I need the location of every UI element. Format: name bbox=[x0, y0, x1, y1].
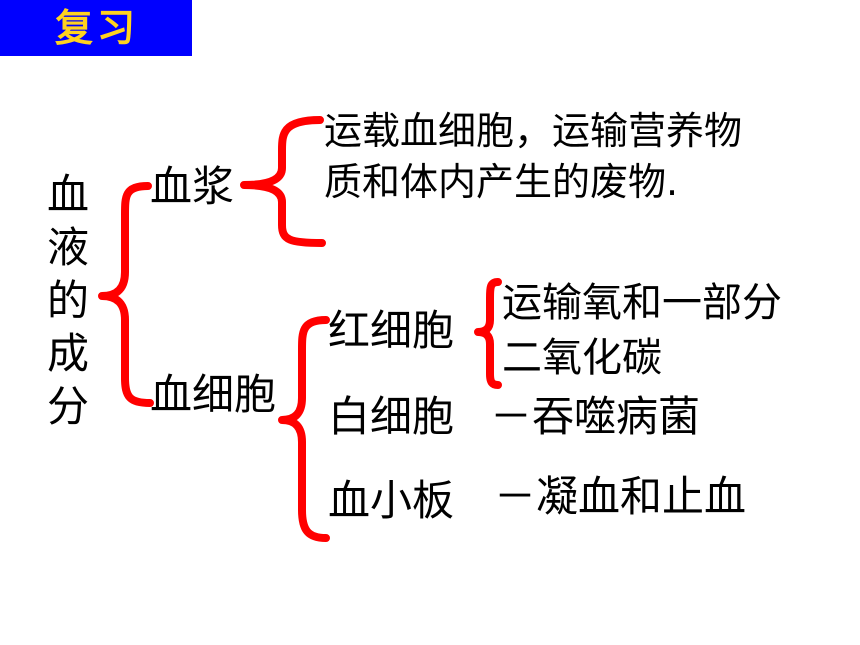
red-cell-func-line1: 运输氧和一部分 bbox=[502, 280, 782, 326]
cells-label: 血细胞 bbox=[150, 370, 277, 419]
root-char: 分 bbox=[46, 382, 89, 431]
slide-title: 复习 bbox=[55, 6, 140, 50]
plasma-desc-line2: 质和体内产生的废物. bbox=[324, 160, 679, 204]
root-char: 成 bbox=[46, 329, 89, 378]
plasma-brace bbox=[240, 116, 326, 247]
root-char: 的 bbox=[46, 276, 89, 325]
red-cell-func-line2: 二氧化碳 bbox=[502, 335, 662, 381]
title-bar: 复习 bbox=[0, 0, 192, 56]
white-cell-label: 白细胞 bbox=[328, 392, 455, 441]
plasma-label: 血浆 bbox=[150, 162, 235, 211]
plasma-desc-line1: 运载血细胞，运输营养物 bbox=[324, 109, 743, 153]
red-cell-brace bbox=[474, 278, 502, 389]
white-cell-func: －吞噬病菌 bbox=[490, 392, 701, 441]
platelet-func: －凝血和止血 bbox=[494, 472, 747, 521]
root-char: 血 bbox=[46, 170, 89, 219]
red-cell-label: 红细胞 bbox=[328, 306, 455, 355]
root-label: 血 液 的 成 分 bbox=[44, 168, 92, 433]
platelet-label: 血小板 bbox=[328, 476, 455, 525]
root-char: 液 bbox=[46, 223, 89, 272]
cells-brace bbox=[278, 316, 330, 542]
main-brace bbox=[98, 182, 154, 407]
